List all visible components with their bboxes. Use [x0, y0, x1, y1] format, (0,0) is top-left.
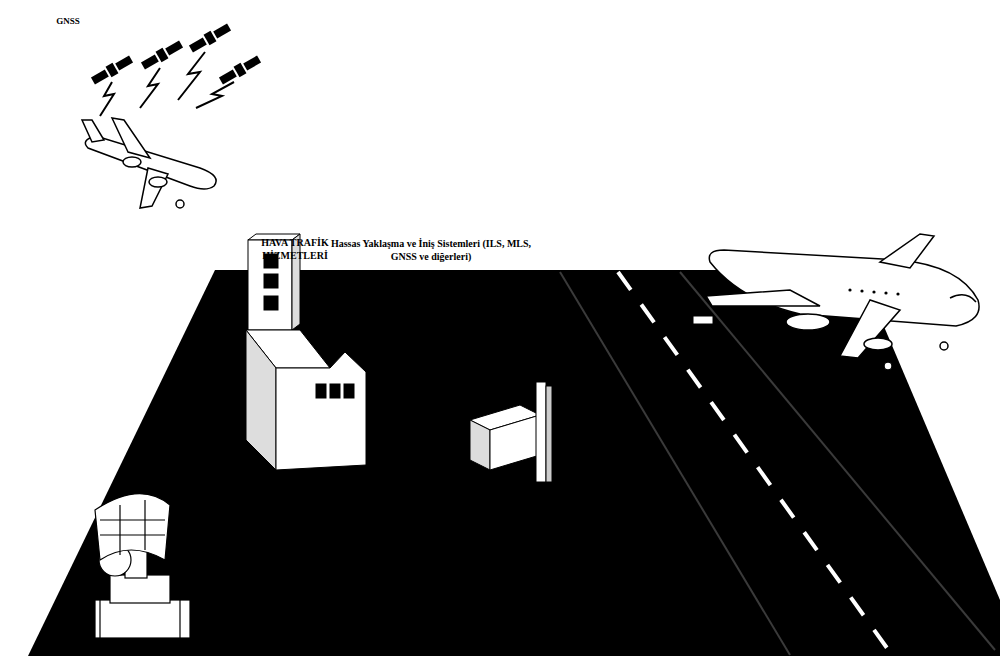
- radar-antenna: [95, 494, 190, 638]
- signal-bolts: [100, 52, 234, 116]
- runway: [560, 272, 995, 655]
- system-label: GNSS: [48, 16, 88, 27]
- aircraft-enroute: [82, 118, 216, 208]
- ils-shelter: [470, 382, 552, 482]
- ils-antenna: [693, 306, 713, 324]
- aircraft-landing: [706, 234, 979, 370]
- control-tower: [248, 234, 300, 330]
- gnss-satellites: [90, 22, 262, 86]
- atc-building: [246, 330, 366, 470]
- system-label: Hassas Yaklaşma ve İniş Sistemleri (ILS,…: [318, 238, 544, 263]
- ground-platform: [28, 270, 1000, 656]
